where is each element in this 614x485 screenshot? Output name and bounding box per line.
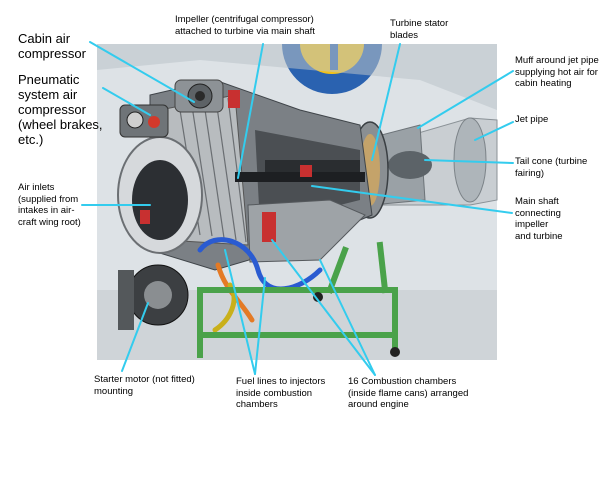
leader-lines: [81, 41, 514, 376]
leader-starter: [121, 302, 149, 372]
leader-pneumatic: [102, 87, 151, 116]
leader-fuel-2: [254, 277, 266, 375]
air-inlet: [117, 136, 203, 254]
label-starter: Starter motor (not fitted) mounting: [94, 374, 195, 397]
leader-tail-cone: [424, 159, 514, 164]
leader-combustion-2: [319, 259, 376, 376]
label-cabin-air: Cabin air compressor: [18, 31, 86, 61]
leader-turbine-stator: [371, 43, 401, 161]
stand-wheels: [313, 292, 400, 357]
pneumatic-compressor: [119, 104, 169, 138]
leader-main-shaft: [311, 185, 513, 214]
leader-jet-pipe: [474, 121, 514, 141]
leader-impeller: [237, 43, 264, 179]
leader-muff: [417, 70, 514, 129]
cutaway-highlights: [140, 90, 312, 242]
leader-fuel-1: [224, 249, 256, 375]
label-jet-pipe: Jet pipe: [515, 114, 549, 125]
label-impeller: Impeller (centrifugal compressor) attach…: [175, 14, 315, 37]
starter-mount: [118, 264, 189, 330]
label-main-shaft: Main shaft connecting impeller and turbi…: [515, 196, 563, 242]
tail-cone: [388, 151, 432, 179]
leader-combustion-1: [271, 239, 376, 376]
label-combustion: 16 Combustion chambers (inside flame can…: [348, 376, 469, 410]
label-pneumatic: Pneumatic system air compressor (wheel b…: [18, 72, 103, 147]
label-fuel-lines: Fuel lines to injectors inside combustio…: [236, 376, 326, 410]
label-muff: Muff around jet pipe supplying hot air f…: [515, 55, 599, 89]
label-tail-cone: Tail cone (turbine fairing): [515, 156, 588, 179]
label-turbine-stator: Turbine stator blades: [390, 18, 449, 41]
engine-stand: [197, 241, 398, 358]
leader-cabin-air: [89, 41, 195, 103]
label-air-inlets: Air inlets (supplied from intakes in air…: [18, 182, 81, 228]
